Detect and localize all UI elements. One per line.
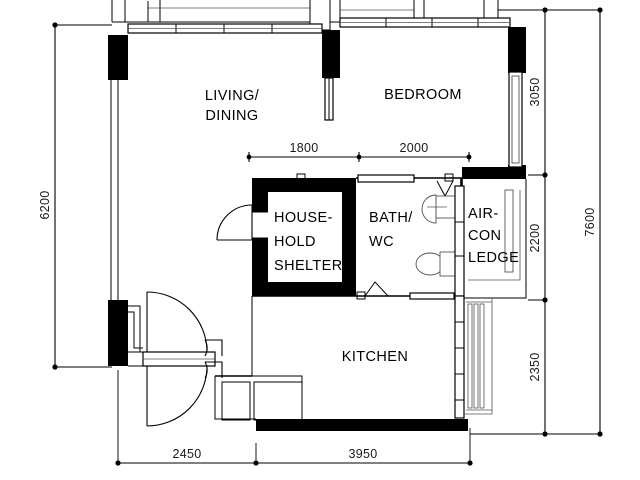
left-balcony-wall	[110, 78, 119, 305]
dim-right-2350-text: 2350	[528, 352, 542, 381]
room-label-household-shelter: HOUSE- HOLD SHELTER	[274, 210, 343, 274]
room-label-air-con-ledge: AIR- CON LEDGE	[468, 206, 519, 266]
room-label-bath-wc: BATH/ WC	[369, 210, 413, 250]
room-label-living-dining: LIVING/ DINING	[205, 88, 260, 124]
label-bath: BATH/	[369, 210, 413, 226]
dim-bottom-2450-text: 2450	[172, 447, 201, 461]
room-label-bedroom: BEDROOM	[384, 87, 462, 103]
door-bedroom-sliding	[324, 77, 334, 121]
dimension-bottom-chain: 2450 3950	[115, 370, 473, 466]
dim-left-6200-text: 6200	[38, 190, 52, 219]
door-bath-folding-bottom	[356, 281, 389, 300]
window-bedroom-right	[508, 71, 523, 168]
kitchen-box-a	[221, 381, 251, 421]
dim-interior-1800-text: 1800	[289, 141, 318, 155]
dim-bottom-3950-text: 3950	[348, 447, 377, 461]
room-label-kitchen: KITCHEN	[342, 349, 408, 365]
bath-window	[357, 174, 415, 183]
dim-right-7600-text: 7600	[583, 207, 597, 236]
label-kitchen: KITCHEN	[342, 349, 408, 365]
service-yard-grille	[454, 295, 493, 419]
label-shelter-line1: HOUSE-	[274, 210, 333, 226]
structural-walls	[108, 27, 526, 431]
dimension-left-6200: 6200	[38, 22, 112, 370]
air-con-ledge-window	[504, 189, 514, 273]
label-ledge: LEDGE	[468, 250, 519, 266]
door-bath-entry	[454, 185, 465, 297]
water-closet	[415, 251, 457, 277]
dimension-right-7600: 7600	[545, 7, 603, 437]
entrance-doors	[128, 291, 223, 427]
kitchen-structure	[214, 295, 493, 421]
shelter-door-opening	[252, 212, 268, 238]
label-con: CON	[468, 228, 501, 244]
label-living: LIVING/	[205, 88, 260, 104]
dim-right-3050-text: 3050	[528, 77, 542, 106]
label-air: AIR-	[468, 206, 499, 222]
label-bedroom: BEDROOM	[384, 87, 462, 103]
wash-basin	[421, 194, 457, 224]
window-bedroom-top	[339, 17, 511, 28]
dim-right-2200-text: 2200	[528, 223, 542, 252]
label-dining: DINING	[205, 108, 258, 124]
label-shelter-line2: HOLD	[274, 234, 316, 250]
household-shelter-structure	[252, 173, 356, 296]
label-shelter-line3: SHELTER	[274, 258, 343, 274]
bath-lower-opening	[409, 292, 455, 300]
dimension-interior-chain: 1800 2000	[246, 141, 472, 162]
window-living-dining-top	[127, 23, 323, 34]
label-wc: WC	[369, 234, 394, 250]
dim-interior-2000-text: 2000	[399, 141, 428, 155]
door-household-shelter	[216, 204, 253, 241]
